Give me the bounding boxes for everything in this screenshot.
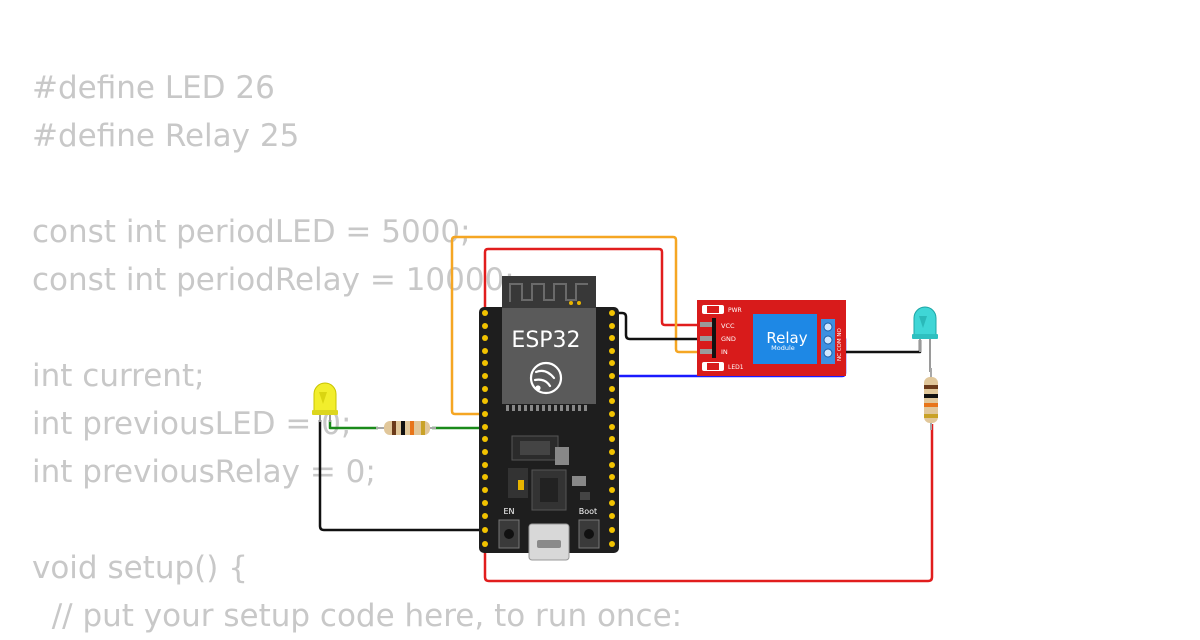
relay-module[interactable]: VCC GND IN PWR LED1 Relay Module NC COM … xyxy=(697,300,846,376)
resistor-cyan-led[interactable] xyxy=(924,368,938,430)
code-line: int previousLED = 0; xyxy=(32,406,352,442)
code-line: const int periodRelay = 10000; xyxy=(32,262,515,298)
wire-relay-in-orange[interactable] xyxy=(450,235,706,416)
wire-led-yellow-gnd-black[interactable] xyxy=(318,420,485,532)
code-line: // put your setup code here, to run once… xyxy=(32,598,683,634)
code-line: #define Relay 25 xyxy=(32,118,300,154)
code-line: const int periodLED = 5000; xyxy=(32,214,471,250)
code-line: int current; xyxy=(32,358,205,394)
esp32-board[interactable]: ESP32 EN Boot xyxy=(479,276,619,561)
esp32-boot-label: Boot xyxy=(579,507,597,516)
esp32-pin-headers[interactable] xyxy=(482,310,615,547)
wire-gnd-black[interactable] xyxy=(612,311,706,341)
code-editor[interactable]: #define LED 26 #define Relay 25 const int … xyxy=(32,64,682,640)
esp32-shield xyxy=(502,308,596,404)
esp32-en-label: EN xyxy=(503,507,514,516)
espressif-logo-icon xyxy=(529,361,563,395)
esp32-chip-label: ESP32 xyxy=(511,328,580,353)
relay-pins[interactable] xyxy=(700,322,714,354)
wire-5v-red[interactable] xyxy=(483,424,934,583)
relay-led-label: LED1 xyxy=(728,364,744,371)
relay-pwr-label: PWR xyxy=(728,307,742,314)
code-line: int previousRelay = 0; xyxy=(32,454,376,490)
yellow-led[interactable] xyxy=(312,382,338,422)
esp32-antenna xyxy=(502,276,596,310)
relay-chip xyxy=(753,314,817,364)
wires xyxy=(318,235,934,583)
wire-led-yellow-green[interactable] xyxy=(328,420,378,430)
wire-vcc-red[interactable] xyxy=(483,247,706,327)
relay-subtitle: Module xyxy=(771,344,795,352)
code-line: #define LED 26 xyxy=(32,70,275,106)
resistor-yellow-led[interactable] xyxy=(376,421,436,435)
relay-terminal-labels: NC COM NO xyxy=(837,328,843,361)
relay-pin-vcc: VCC xyxy=(721,322,735,330)
relay-pin-gnd: GND xyxy=(721,335,736,343)
relay-title: Relay xyxy=(766,329,807,347)
cyan-led[interactable] xyxy=(912,306,938,372)
code-line: void setup() { xyxy=(32,550,248,586)
relay-pin-in: IN xyxy=(721,348,728,356)
